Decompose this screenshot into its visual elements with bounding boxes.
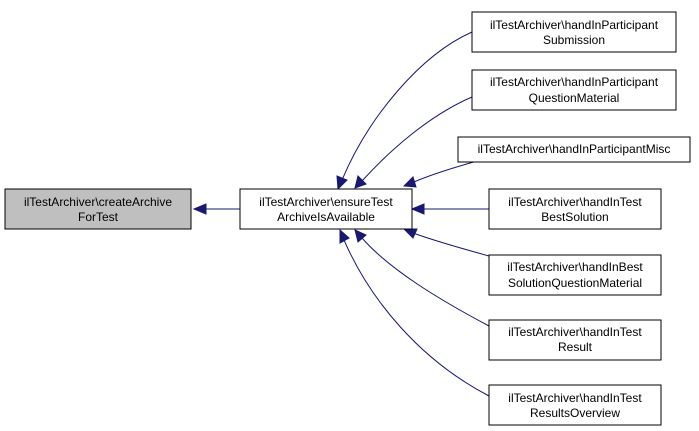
node-create-archive[interactable]: ilTestArchiver\createArchive ForTest xyxy=(4,188,192,230)
node-test-best-solution[interactable]: ilTestArchiver\handInTest BestSolution xyxy=(488,188,662,230)
node-participant-misc[interactable]: ilTestArchiver\handInParticipantMisc xyxy=(457,136,691,163)
node-create-archive-line-2: ForTest xyxy=(78,210,119,224)
node-test-results-overview[interactable]: ilTestArchiver\handInTest ResultsOvervie… xyxy=(488,384,662,426)
node-test-result-line-1: ilTestArchiver\handInTest xyxy=(508,325,642,339)
edges xyxy=(192,31,490,397)
node-test-best-solution-line-2: BestSolution xyxy=(541,210,608,224)
edge-bsqm-to-ensure xyxy=(412,232,490,257)
arrowhead-from-submission xyxy=(336,175,348,191)
node-ensure-available-line-2: ArchiveIsAvailable xyxy=(277,210,375,224)
arrowhead-from-result xyxy=(354,229,367,243)
node-participant-question-material-line-2: QuestionMaterial xyxy=(529,91,620,105)
edge-question-material-to-ensure xyxy=(361,96,473,182)
node-best-solution-question-material-line-1: ilTestArchiver\handInBest xyxy=(507,260,643,274)
node-test-best-solution-line-1: ilTestArchiver\handInTest xyxy=(508,195,642,209)
node-participant-submission-box xyxy=(471,11,677,53)
node-ensure-available-box xyxy=(239,188,413,230)
node-test-result-line-2: Result xyxy=(558,340,593,354)
node-test-result[interactable]: ilTestArchiver\handInTest Result xyxy=(488,319,662,361)
node-participant-question-material-box xyxy=(471,69,677,111)
arrowhead-create xyxy=(192,203,207,215)
node-test-results-overview-line-2: ResultsOverview xyxy=(530,406,620,420)
node-participant-question-material-line-1: ilTestArchiver\handInParticipant xyxy=(490,75,659,89)
edge-overview-to-ensure xyxy=(343,239,490,397)
node-participant-submission-line-2: Submission xyxy=(543,33,605,47)
node-participant-misc-box xyxy=(457,136,691,163)
node-ensure-available-line-1: ilTestArchiver\ensureTest xyxy=(259,195,393,209)
node-test-best-solution-box xyxy=(488,188,662,230)
arrowhead-from-best-solution xyxy=(410,203,425,215)
arrowhead-from-misc xyxy=(402,176,417,188)
node-participant-submission[interactable]: ilTestArchiver\handInParticipant Submiss… xyxy=(471,11,677,53)
node-test-result-box xyxy=(488,319,662,361)
node-test-results-overview-line-1: ilTestArchiver\handInTest xyxy=(508,391,642,405)
node-create-archive-line-1: ilTestArchiver\createArchive xyxy=(24,195,172,209)
node-participant-submission-line-1: ilTestArchiver\handInParticipant xyxy=(490,18,659,32)
node-participant-misc-line-1: ilTestArchiver\handInParticipantMisc xyxy=(478,142,671,156)
edge-result-to-ensure xyxy=(361,237,490,327)
node-best-solution-question-material-line-2: SolutionQuestionMaterial xyxy=(508,276,642,290)
node-ensure-available[interactable]: ilTestArchiver\ensureTest ArchiveIsAvail… xyxy=(239,188,413,230)
edge-submission-to-ensure xyxy=(341,31,473,181)
node-test-results-overview-box xyxy=(488,384,662,426)
node-best-solution-question-material[interactable]: ilTestArchiver\handInBest SolutionQuesti… xyxy=(488,254,662,296)
node-best-solution-question-material-box xyxy=(488,254,662,296)
arrowhead-from-question-material xyxy=(354,175,367,189)
arrowhead-from-overview xyxy=(339,228,350,244)
node-create-archive-box xyxy=(4,188,192,230)
arrowhead-from-bsqm xyxy=(402,228,418,239)
node-participant-question-material[interactable]: ilTestArchiver\handInParticipant Questio… xyxy=(471,69,677,111)
